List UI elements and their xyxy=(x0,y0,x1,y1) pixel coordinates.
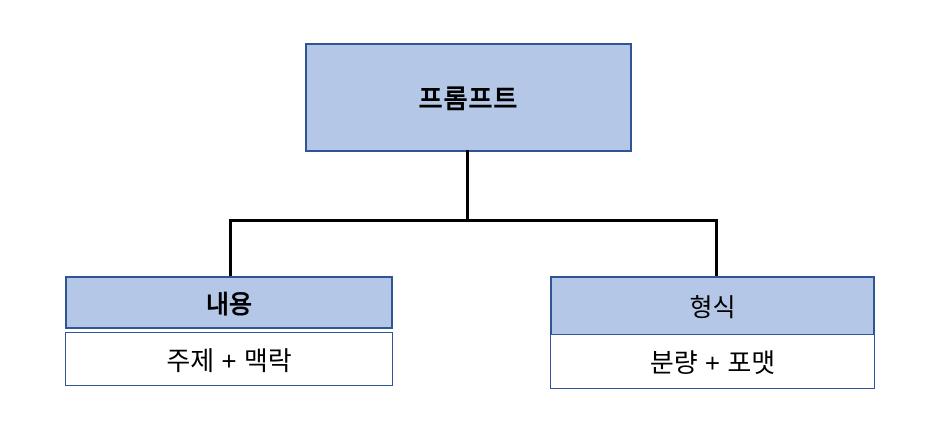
node-content-header: 내용 xyxy=(65,276,393,329)
connector-root-stem xyxy=(466,150,469,221)
connector-horizontal-rail xyxy=(229,219,718,222)
node-content-body: 주제 + 맥락 xyxy=(65,332,393,386)
node-format-header: 형식 xyxy=(550,276,875,336)
node-format-header-label: 형식 xyxy=(689,294,736,322)
node-content-header-label: 내용 xyxy=(205,290,252,319)
node-content-body-label: 주제 + 맥락 xyxy=(166,345,292,376)
node-prompt: 프롬프트 xyxy=(305,43,632,152)
connector-left-drop xyxy=(229,219,232,276)
connector-right-drop xyxy=(715,219,718,276)
node-format-body: 분량 + 포맷 xyxy=(550,334,875,389)
node-format-body-label: 분량 + 포맷 xyxy=(649,348,776,378)
node-prompt-label: 프롬프트 xyxy=(418,84,519,114)
